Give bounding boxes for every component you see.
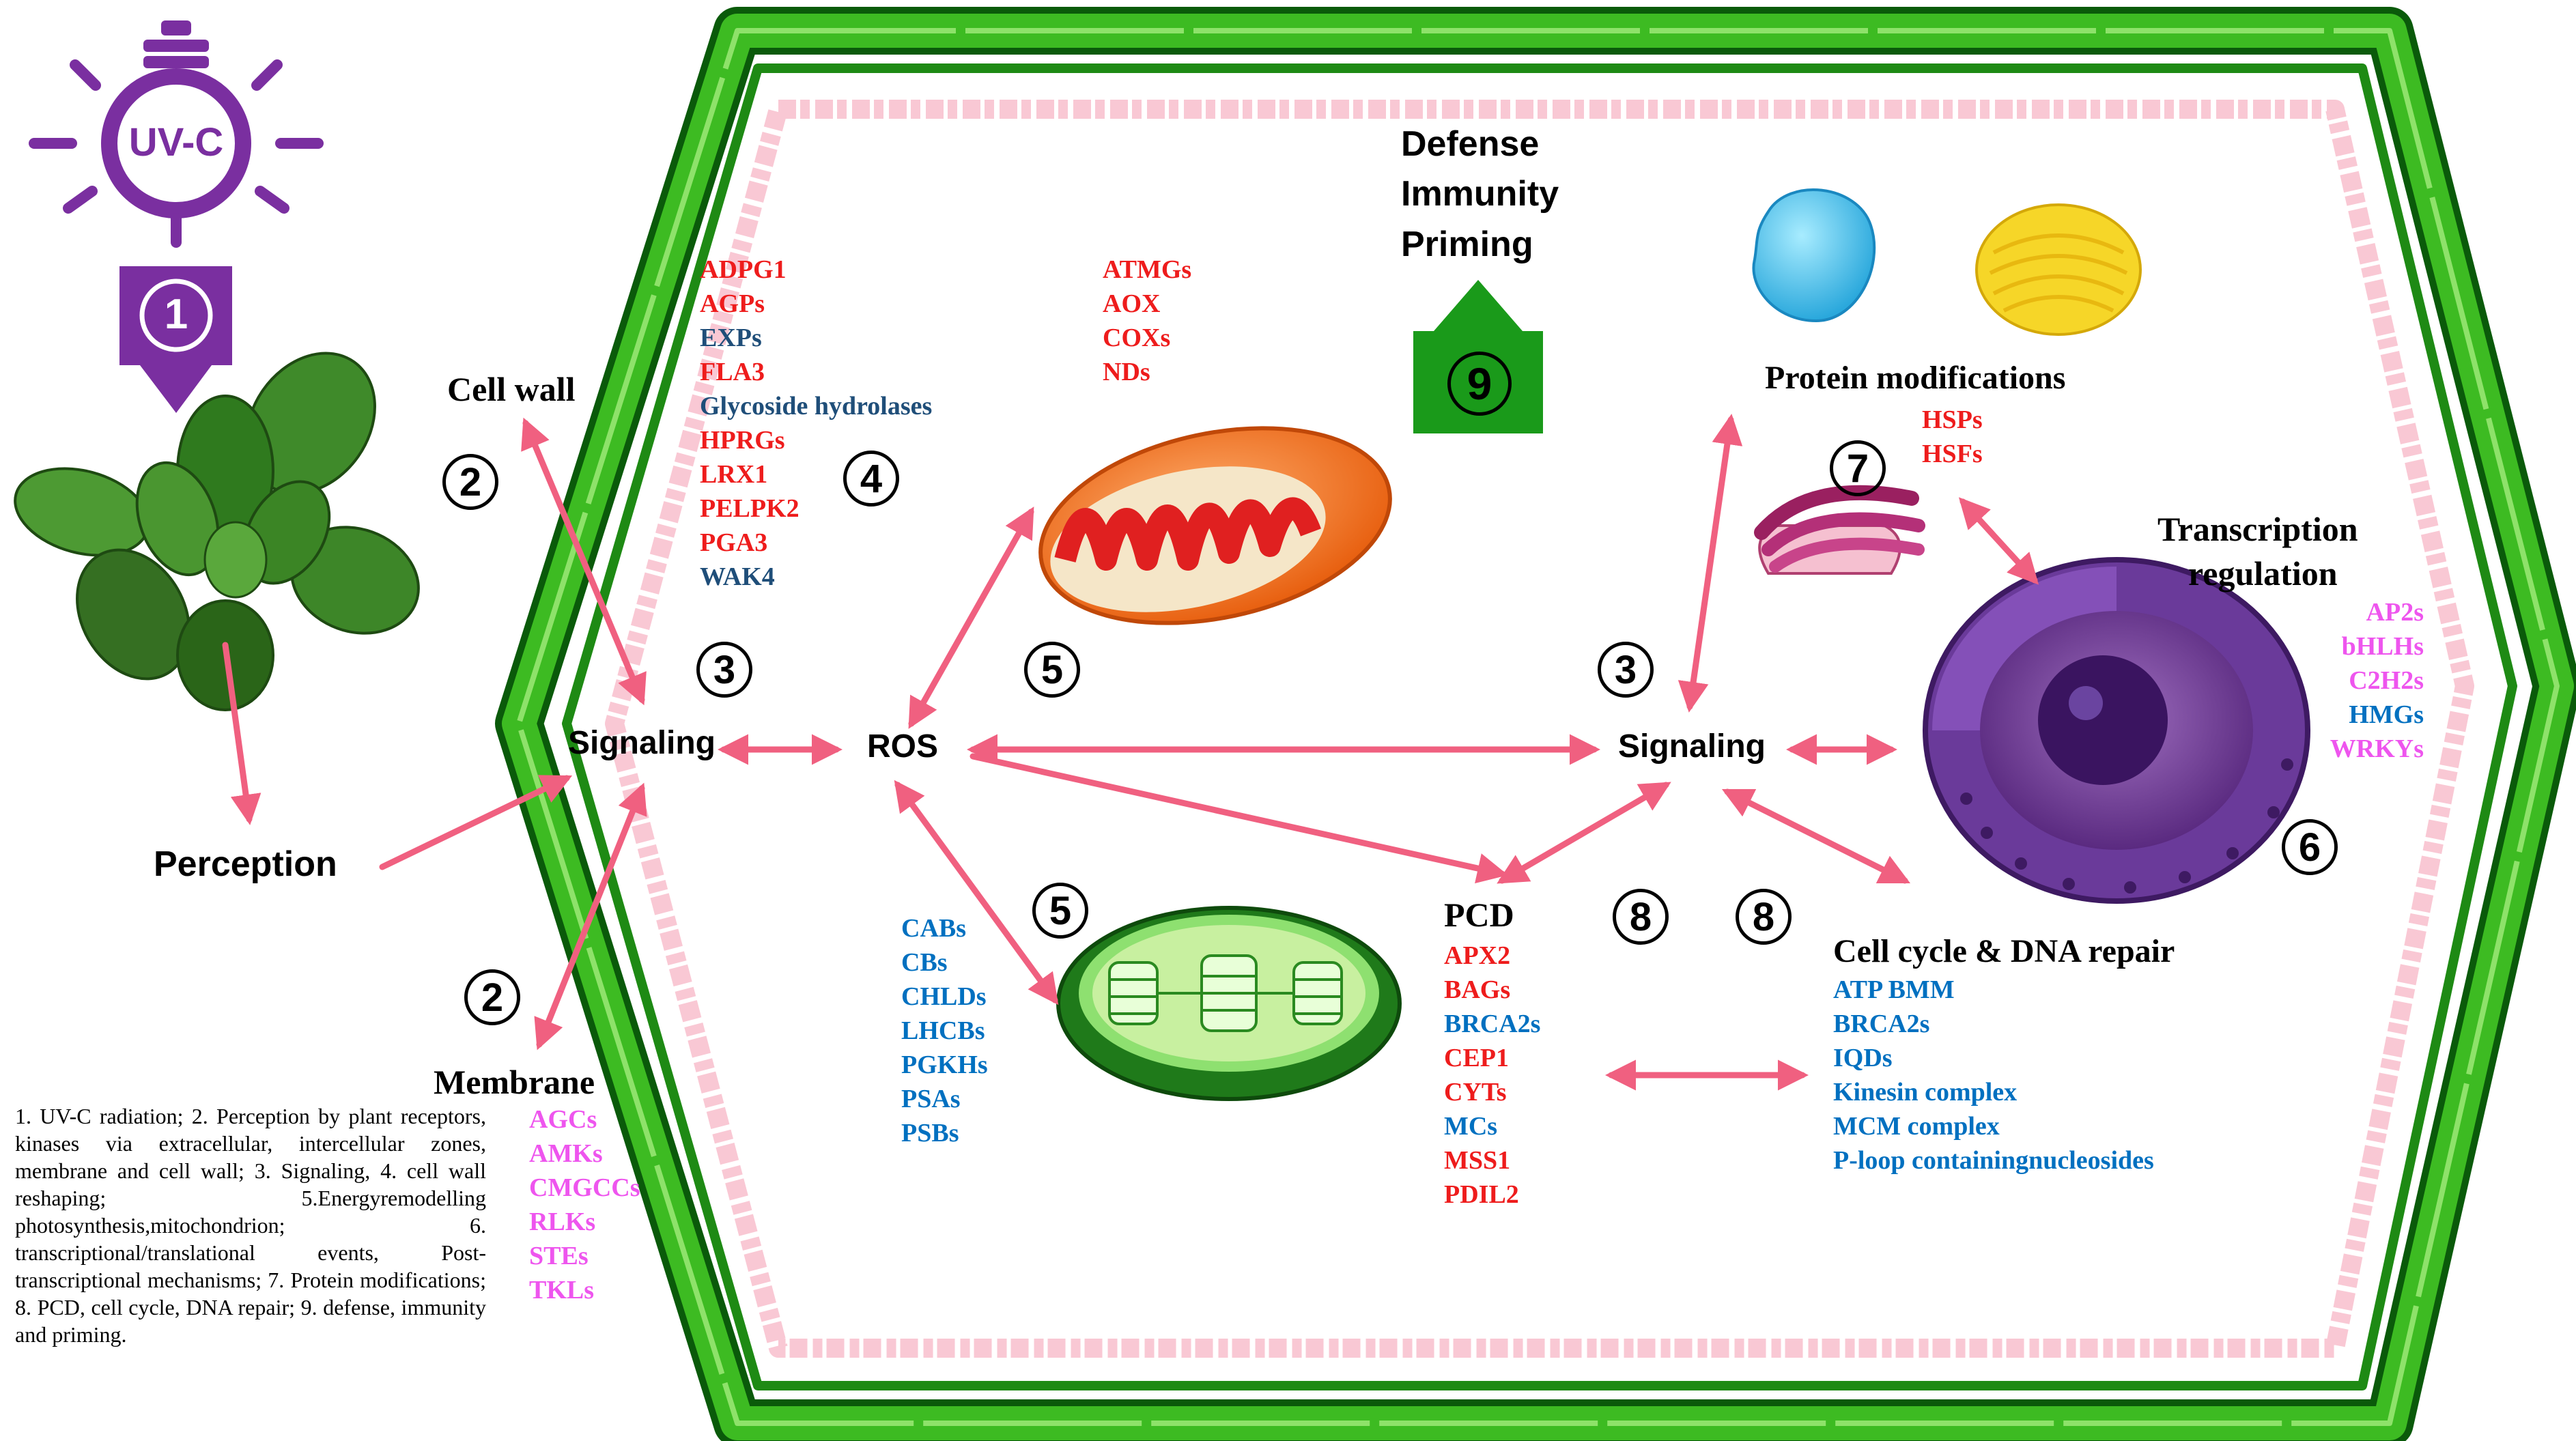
gene-label: EXPs (700, 324, 762, 352)
step-2-membrane: 2 (464, 969, 520, 1025)
gene-label: MSS1 (1444, 1146, 1511, 1175)
gene-label: STEs (529, 1242, 589, 1270)
gene-label: MCM complex (1833, 1112, 2000, 1141)
gene-label: CABs (901, 914, 967, 943)
gene-label: AP2s (2366, 598, 2424, 627)
gene-label: LHCBs (901, 1016, 985, 1045)
gene-label: bHLHs (2341, 632, 2424, 661)
step-5-mito: 5 (1024, 642, 1080, 698)
gene-label: ATP BMM (1833, 975, 1955, 1004)
step-7: 7 (1830, 440, 1886, 496)
gene-label: AGCs (529, 1105, 597, 1134)
step-9: 9 (1447, 352, 1512, 416)
membrane-title: Membrane (434, 1063, 595, 1101)
gene-label: BAGs (1444, 975, 1511, 1004)
gene-label: RLKs (529, 1208, 596, 1236)
gene-label: C2H2s (2349, 666, 2424, 695)
gene-label: BRCA2s (1833, 1010, 1930, 1038)
gene-label: FLA3 (700, 358, 765, 386)
gene-label: PGKHs (901, 1051, 988, 1079)
pathway-arrows (222, 414, 2039, 1091)
uv-step-arrow (119, 266, 232, 413)
gene-label: ADPG1 (700, 255, 787, 284)
plasma-membrane-shape (605, 100, 2474, 1358)
uv-c-label: UV-C (128, 120, 224, 165)
gene-label: HPRGs (700, 426, 785, 455)
transcription-title-line2: regulation (2188, 554, 2338, 593)
gene-label: PSBs (901, 1119, 959, 1147)
gene-label: AMKs (529, 1139, 603, 1168)
signaling-left-title: Signaling (568, 725, 716, 761)
gene-label: CBs (901, 948, 948, 977)
gene-label: Kinesin complex (1833, 1078, 2018, 1107)
perception-title: Perception (154, 844, 337, 884)
protein-modifications-title: Protein modifications (1765, 360, 2066, 396)
gene-label: HSFs (1922, 440, 1983, 468)
gene-label: CYTs (1444, 1078, 1507, 1107)
transcription-title-line1: Transcription (2157, 510, 2358, 548)
pcd-title: PCD (1444, 896, 1514, 934)
gene-label: AGPs (700, 289, 765, 318)
step-3-right: 3 (1598, 642, 1654, 698)
defense-title: Defense (1401, 124, 1540, 164)
gene-label: HSPs (1922, 405, 1983, 434)
gene-label: AOX (1103, 289, 1161, 318)
step-3-left: 3 (696, 642, 752, 698)
vacuole-icon (1752, 188, 1876, 323)
nucleus-icon (1923, 557, 2310, 904)
golgi-icon (1975, 203, 2142, 336)
gene-label: COXs (1103, 324, 1171, 352)
step-8-pcd: 8 (1613, 889, 1669, 945)
step-1-label: 1 (164, 291, 188, 338)
gene-label: HMGs (2349, 700, 2424, 729)
gene-label: MCs (1444, 1112, 1498, 1141)
figure-legend: 1. UV-C radiation; 2. Perception by plan… (15, 1104, 486, 1347)
gene-label: APX2 (1444, 941, 1511, 970)
gene-label: P-loop containingnucleosides (1833, 1146, 2154, 1175)
gene-label: TKLs (529, 1276, 595, 1304)
gene-label: PSAs (901, 1085, 961, 1113)
cell-cycle-title: Cell cycle & DNA repair (1833, 933, 2175, 969)
gene-label: ATMGs (1103, 255, 1192, 284)
mitochondrion-icon (1038, 426, 1392, 625)
gene-label: PGA3 (700, 528, 768, 557)
gene-label: WAK4 (700, 562, 775, 591)
gene-label: LRX1 (700, 460, 768, 489)
gene-label: CMGCCs (529, 1173, 640, 1202)
gene-label: CHLDs (901, 982, 987, 1011)
gene-label: NDs (1103, 358, 1150, 386)
gene-label: Glycoside hydrolases (700, 392, 933, 420)
uv-c-lamp-icon (29, 20, 324, 248)
gene-label: CEP1 (1444, 1044, 1509, 1072)
priming-title: Priming (1401, 225, 1533, 264)
step-4: 4 (843, 451, 899, 507)
signaling-right-title: Signaling (1618, 728, 1766, 765)
step-2-cell-wall: 2 (442, 454, 498, 510)
cell-wall-shape (495, 7, 2576, 1441)
endoplasmic-reticulum-icon (1754, 485, 1925, 575)
gene-label: PDIL2 (1444, 1180, 1519, 1209)
step-5-chloro: 5 (1032, 883, 1088, 939)
gene-label: IQDs (1833, 1044, 1893, 1072)
step-6: 6 (2282, 819, 2338, 875)
gene-label: PELPK2 (700, 494, 799, 523)
cell-wall-title: Cell wall (447, 370, 576, 408)
gene-label: BRCA2s (1444, 1010, 1541, 1038)
ros-title: ROS (867, 728, 939, 765)
immunity-title: Immunity (1401, 174, 1559, 214)
chloroplast-icon (1056, 906, 1402, 1101)
step-8-cell-cycle: 8 (1736, 889, 1792, 945)
plant-rosette-icon (14, 352, 420, 711)
gene-label: WRKYs (2330, 734, 2424, 763)
